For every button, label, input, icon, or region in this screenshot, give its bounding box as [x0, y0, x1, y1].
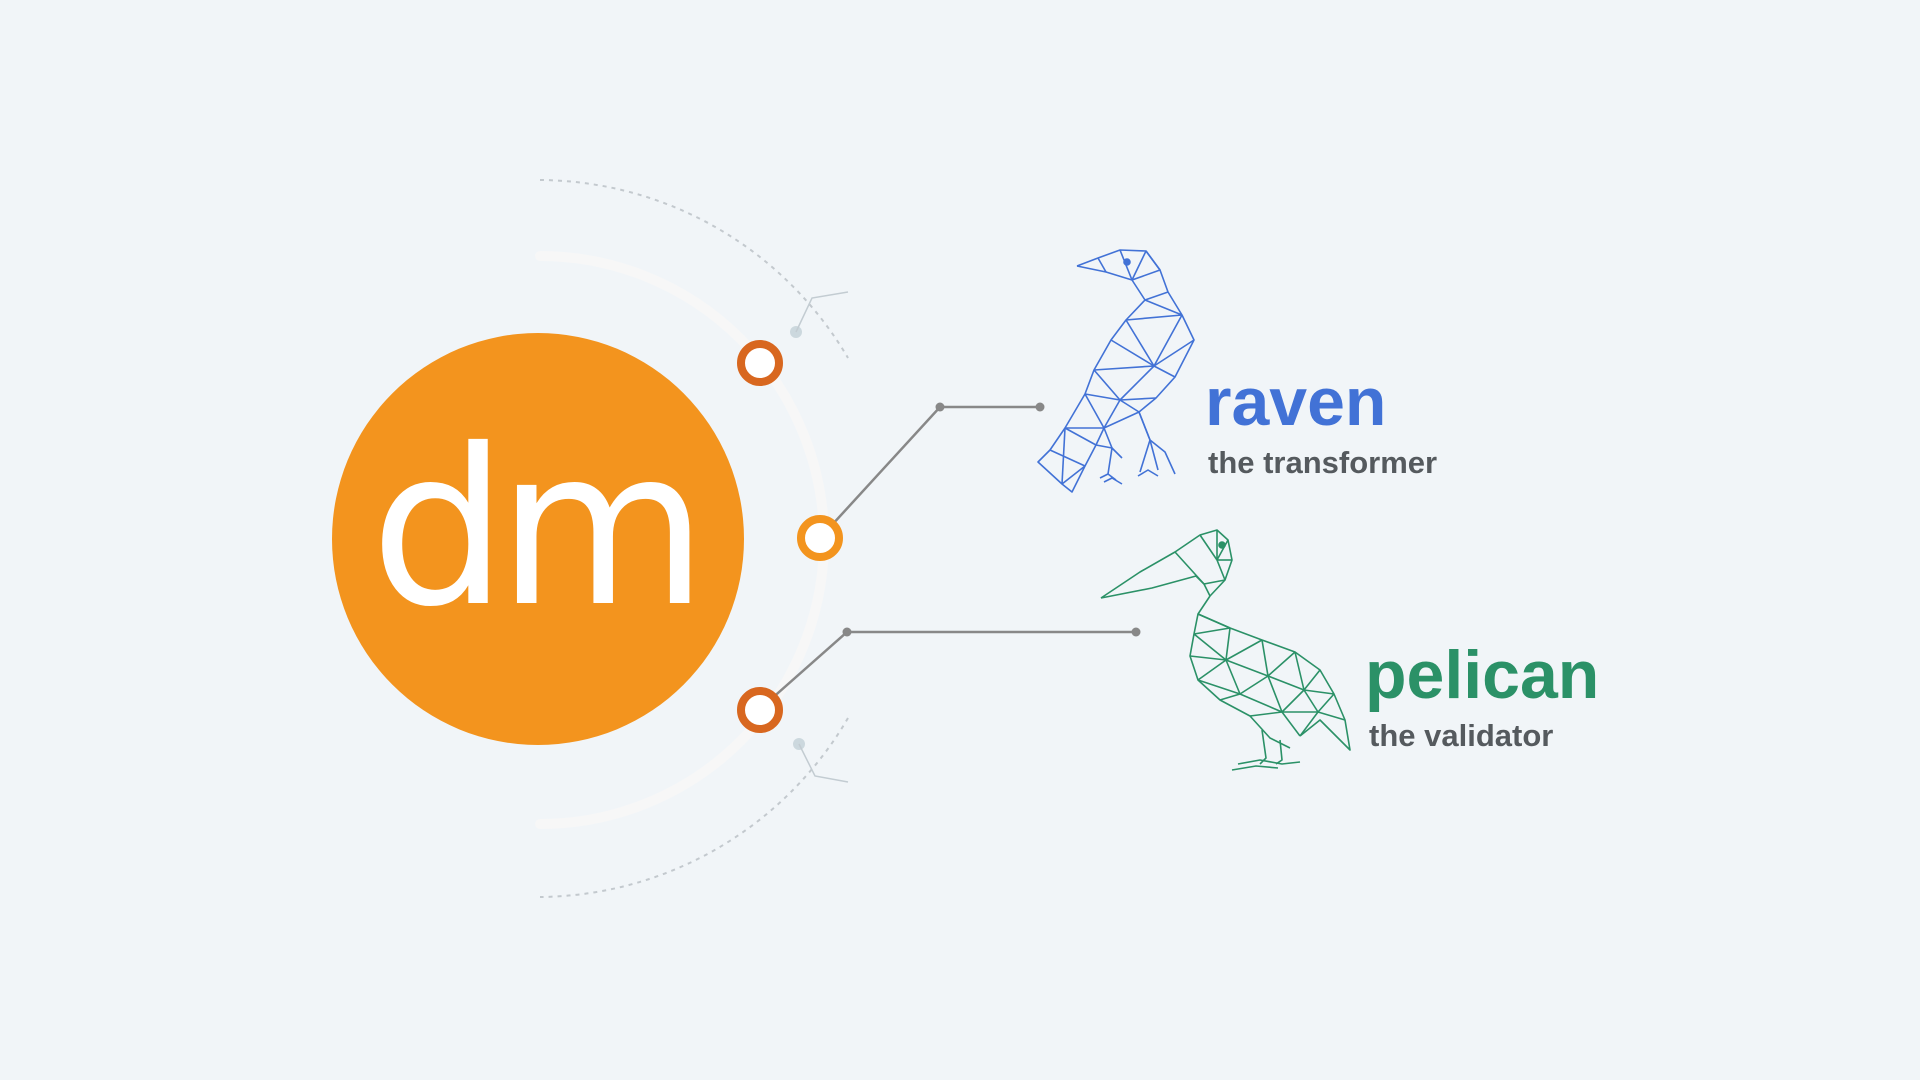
ring-node-middle[interactable]	[797, 515, 843, 561]
dm-logo-circle	[332, 333, 744, 745]
raven-role-label: the transformer	[1208, 445, 1438, 480]
connector-pelican	[760, 627, 1141, 709]
ring-node-bottom[interactable]	[737, 687, 783, 733]
raven-name-label: raven	[1205, 364, 1387, 440]
connector-raven	[819, 402, 1045, 539]
raven-icon	[1037, 249, 1195, 493]
ring-node-top[interactable]	[737, 340, 783, 386]
pelican-name-label: pelican	[1365, 637, 1600, 713]
pelican-role-label: the validator	[1369, 718, 1554, 753]
decor-dot-top	[790, 291, 849, 338]
pelican-icon	[1100, 529, 1351, 771]
dm-logo-text: dm	[370, 403, 698, 654]
decor-dot-bottom	[793, 738, 849, 783]
